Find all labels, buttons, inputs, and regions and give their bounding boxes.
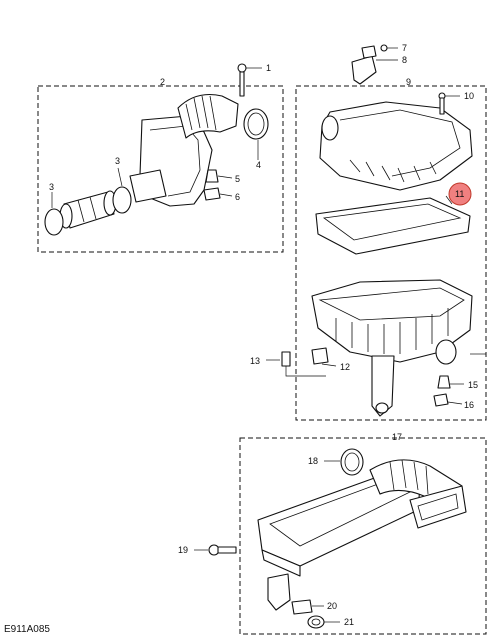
diagram-reference-code: E911A085 [4, 624, 50, 635]
air-filter-element [315, 197, 471, 255]
callout-15: 15 [468, 380, 478, 390]
callout-13: 13 [250, 356, 260, 366]
callout-17: 17 [392, 432, 402, 442]
callout-3a: 3 [115, 156, 120, 166]
callout-9: 9 [406, 77, 411, 87]
callout-21: 21 [344, 617, 354, 627]
air-box-assembly [194, 448, 467, 629]
callout-19: 19 [178, 545, 188, 555]
callout-6: 6 [235, 192, 240, 202]
hose-clamp-mid [112, 186, 132, 214]
hose-clamp-left [44, 208, 64, 236]
callout-12: 12 [340, 362, 350, 372]
callout-10: 10 [464, 91, 474, 101]
callout-8: 8 [402, 55, 407, 65]
group-17-frame [239, 437, 487, 635]
air-cleaner-housing-assembly [266, 44, 486, 417]
group-9-frame [295, 85, 487, 421]
group-2-frame [37, 85, 284, 253]
callout-2: 2 [160, 77, 165, 87]
callout-5: 5 [235, 174, 240, 184]
callout-1: 1 [266, 63, 271, 73]
callout-16: 16 [464, 400, 474, 410]
intake-duct-assembly [44, 63, 269, 236]
callout-18: 18 [308, 456, 318, 466]
callout-4: 4 [256, 160, 261, 170]
callout-7: 7 [402, 43, 407, 53]
callout-11: 11 [455, 189, 464, 199]
callout-11-highlight [448, 182, 472, 206]
callout-3b: 3 [49, 182, 54, 192]
callout-20: 20 [327, 601, 337, 611]
